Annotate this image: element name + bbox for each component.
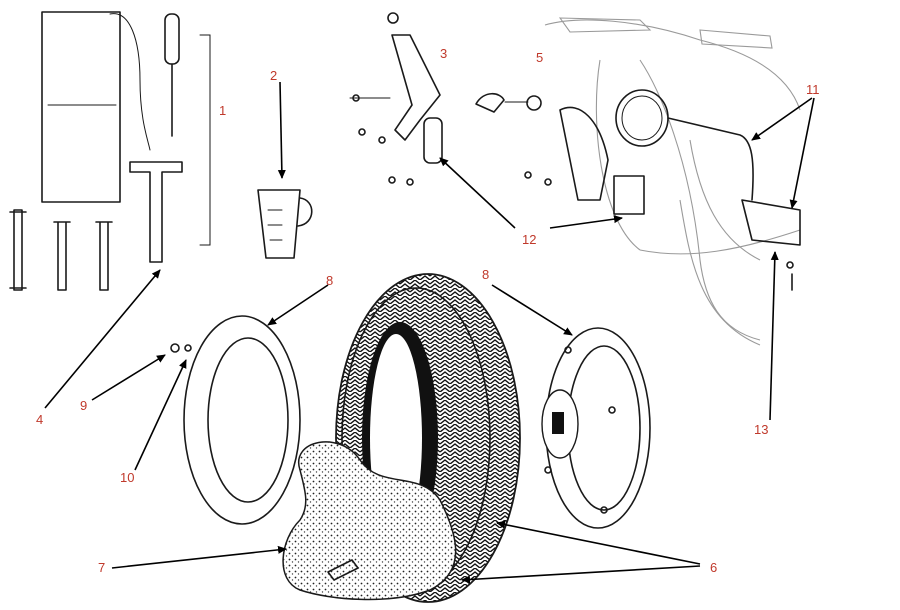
callout-8-right: 8 (482, 267, 489, 282)
stand-bracket-left (349, 12, 443, 186)
inner-tube (282, 441, 457, 601)
callout-6: 6 (710, 560, 717, 575)
callout-2: 2 (270, 68, 277, 83)
callout-7: 7 (98, 560, 105, 575)
wheel-rim-inner-half (541, 327, 651, 529)
callout-13: 13 (754, 422, 768, 437)
callout-3: 3 (440, 46, 447, 61)
wheel-rim-outer-half (170, 315, 301, 525)
callout-8-left: 8 (326, 273, 333, 288)
measuring-jug (257, 189, 313, 259)
rearview-mirror (615, 89, 801, 291)
callout-5: 5 (536, 50, 543, 65)
callout-1: 1 (219, 103, 226, 118)
callout-9: 9 (80, 398, 87, 413)
leader-arrows (44, 81, 815, 584)
wrench-set (9, 161, 183, 291)
callout-labels: 1 2 3 4 5 6 7 8 8 9 10 11 12 13 (36, 46, 820, 575)
callout-11: 11 (806, 82, 820, 97)
callout-4: 4 (36, 412, 43, 427)
scooter-body-outline (544, 17, 801, 346)
callout-12: 12 (522, 232, 536, 247)
tool-roll-kit (41, 11, 211, 246)
mirror-mount-bracket (475, 92, 645, 215)
callout-10: 10 (120, 470, 134, 485)
